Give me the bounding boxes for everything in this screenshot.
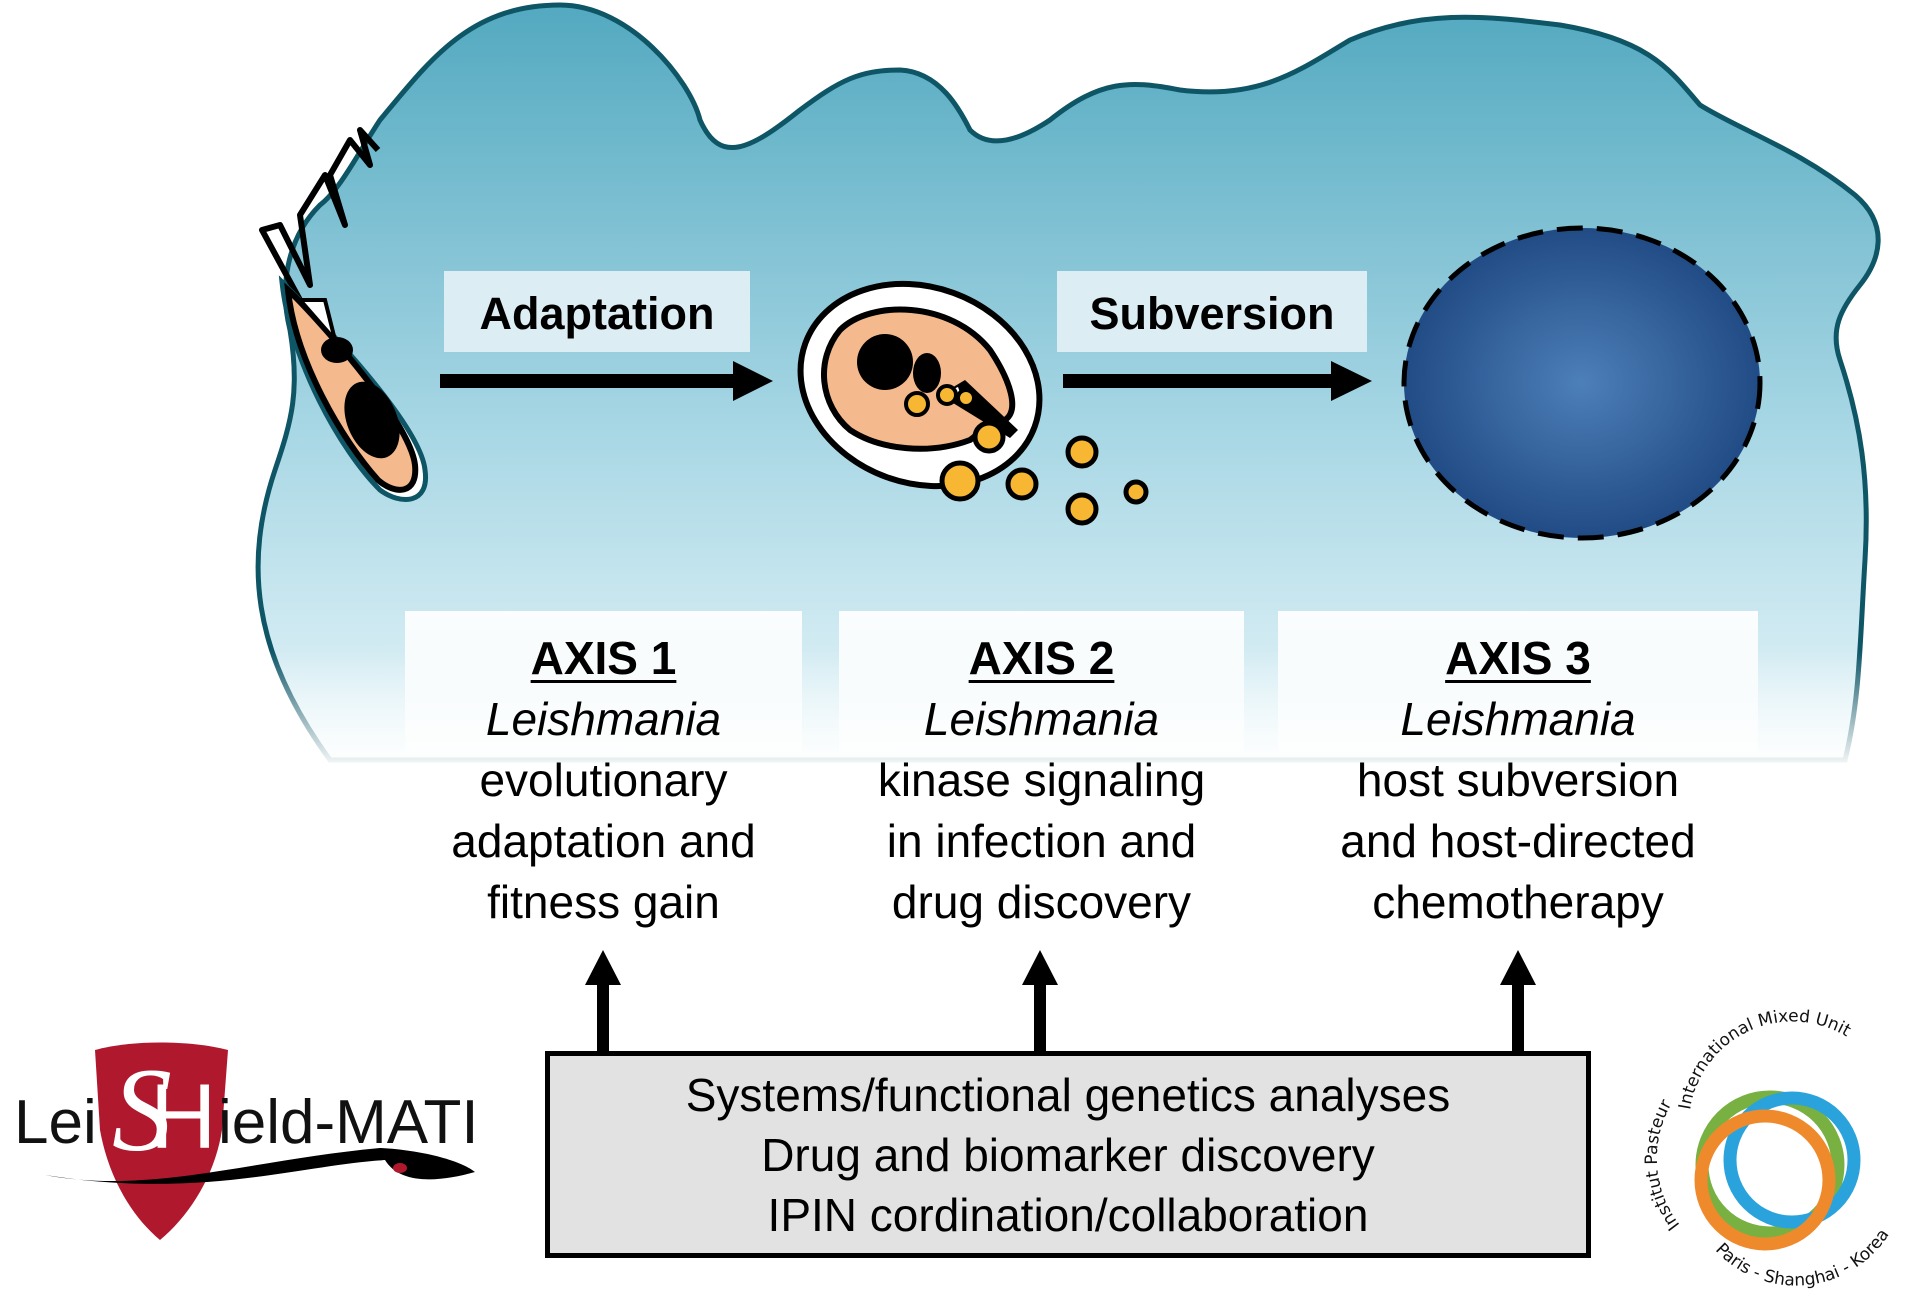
institut-pasteur-imu-logo: International Mixed Unit Institut Pasteu… — [1642, 1006, 1894, 1290]
adaptation-label: Adaptation — [480, 288, 715, 339]
axis-2-title: AXIS 2 — [968, 632, 1115, 684]
svg-text:Institut Pasteur: Institut Pasteur — [1642, 1096, 1684, 1234]
axis-2-organism: Leishmania — [923, 693, 1160, 745]
shield-icon — [95, 1042, 228, 1240]
kinetoplast — [321, 337, 353, 363]
axis-3-background — [1278, 611, 1758, 752]
axis-2-card: AXIS 2 Leishmania kinase signaling in in… — [839, 628, 1244, 933]
vesicle — [1005, 467, 1039, 501]
support-arrow-axis-3 — [1500, 950, 1536, 1052]
axis-1-line: fitness gain — [487, 876, 720, 928]
axis-3-organism: Leishmania — [1400, 693, 1636, 745]
ring-orange — [1694, 1109, 1836, 1251]
axis-2-line: kinase signaling — [877, 754, 1206, 806]
platform-line: Drug and biomarker discovery — [761, 1128, 1375, 1181]
axis-1-card: AXIS 1 Leishmania evolutionary adaptatio… — [405, 628, 802, 933]
svg-text:H: H — [150, 1066, 216, 1168]
ring-blue — [1723, 1091, 1861, 1229]
axis-1-line: adaptation and — [451, 815, 756, 867]
support-arrow-axis-2 — [1022, 950, 1058, 1052]
logo-suffix: ield-MATI — [218, 1088, 479, 1157]
amastigote-nucleus — [857, 334, 913, 390]
axis-3-card: AXIS 3 Leishmania host subversion and ho… — [1278, 628, 1758, 933]
axis-2-line: drug discovery — [891, 876, 1192, 928]
vesicle — [936, 384, 958, 406]
axis-3-title: AXIS 3 — [1445, 632, 1591, 684]
axis-3-line: and host-directed — [1340, 815, 1696, 867]
vesicle — [1065, 435, 1099, 469]
promastigote-nucleus — [344, 381, 400, 459]
axis-3-line: chemotherapy — [1372, 876, 1664, 928]
subversion-label: Subversion — [1089, 288, 1334, 339]
leishield-mati-logo: S H Lei ield-MATI — [14, 1042, 479, 1240]
vesicle — [972, 420, 1006, 454]
vesicle — [939, 460, 981, 502]
axis-2-line: in infection and — [886, 815, 1197, 867]
logo-prefix: Lei — [14, 1088, 97, 1157]
axis-3-line: host subversion — [1356, 754, 1680, 806]
axis-1-background — [405, 611, 802, 752]
adaptation-label-box — [444, 271, 750, 352]
vesicle — [1065, 492, 1099, 526]
vesicle — [1123, 479, 1149, 505]
svg-text:S: S — [112, 1043, 172, 1176]
vesicle — [956, 388, 976, 408]
platform-box: Systems/functional genetics analyses Dru… — [545, 1051, 1591, 1258]
flagellum-icon — [259, 127, 381, 302]
platform-line: Systems/functional genetics analyses — [685, 1068, 1451, 1121]
axis-1-organism: Leishmania — [485, 693, 722, 745]
subversion-arrow-icon — [1063, 361, 1372, 401]
axis-1-line: evolutionary — [479, 754, 728, 806]
logo-arc-left: Institut Pasteur — [1642, 1096, 1684, 1234]
support-arrow-axis-1 — [585, 950, 621, 1052]
amastigote-kinetoplast — [913, 353, 941, 393]
sand-fly-swoosh-icon — [45, 1148, 475, 1184]
adaptation-arrow-icon — [440, 361, 773, 401]
axis-2-background — [839, 611, 1244, 752]
secreted-vesicles — [939, 420, 1149, 526]
host-nucleus — [1401, 225, 1763, 541]
promastigote — [259, 127, 428, 503]
vesicle — [904, 391, 930, 417]
subversion-label-box — [1057, 271, 1367, 352]
axis-1-title: AXIS 1 — [530, 632, 677, 684]
platform-line: IPIN cordination/collaboration — [767, 1188, 1369, 1241]
